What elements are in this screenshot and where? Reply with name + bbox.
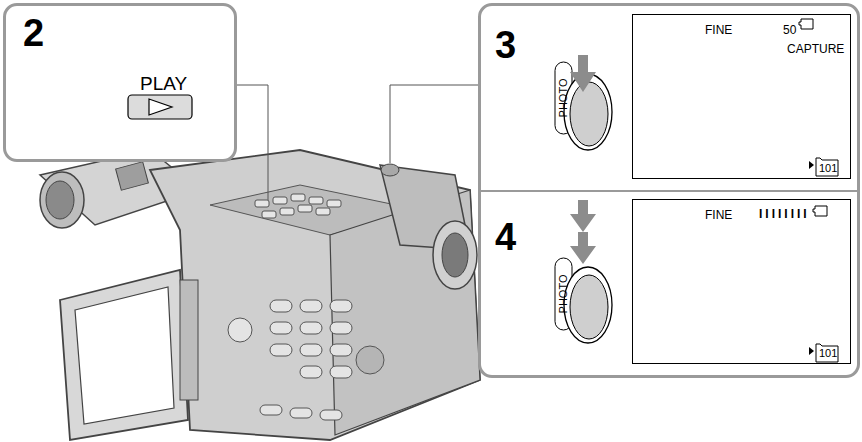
folder-pointer	[809, 347, 814, 355]
quality-indicator: FINE	[705, 24, 732, 36]
step-number: 4	[495, 218, 516, 256]
memory-stick-icon	[813, 206, 827, 216]
step-number: 2	[23, 14, 44, 52]
button-name: PHOTO	[558, 79, 569, 118]
folder-number: 101	[819, 348, 837, 359]
button-name: PHOTO	[558, 275, 569, 314]
speaker-grille	[356, 346, 384, 374]
focus-ring	[116, 162, 149, 190]
photo-button-cap	[570, 275, 608, 339]
eyecup	[433, 221, 477, 289]
lcd-screen	[75, 287, 174, 424]
play-symbol	[149, 99, 172, 115]
press-arrow	[570, 200, 596, 232]
photo-pill	[555, 258, 572, 330]
control-buttons	[228, 300, 352, 420]
lens-front	[40, 172, 84, 228]
lcd-display: FINE IIIIIIII 101	[632, 199, 851, 364]
step-panel: 3 FINE 50CAPTURE 101	[478, 3, 860, 192]
leader-line	[390, 85, 478, 163]
lens-glass	[46, 181, 74, 219]
step-panel: 4 FINE IIIIIIII 101	[478, 192, 860, 378]
lcd-panel	[60, 270, 188, 440]
photo-button	[564, 74, 612, 150]
quality-indicator: FINE	[705, 209, 732, 221]
button-label: PLAY	[140, 74, 187, 93]
press-arrow	[570, 55, 596, 92]
eyepiece	[442, 233, 468, 277]
lcd-hinge	[180, 280, 198, 400]
photo-pill	[555, 62, 572, 134]
step-panel: 2PLAY	[3, 3, 237, 162]
leader-line	[237, 85, 268, 200]
top-keys	[255, 194, 341, 218]
folder-pointer	[809, 161, 814, 169]
camera-body	[150, 150, 480, 440]
progress-bar: IIIIIIII	[759, 208, 810, 220]
memory-stick-icon	[799, 19, 813, 29]
play-button	[128, 95, 192, 119]
photo-button-cap	[570, 82, 608, 146]
lcd-display: FINE 50CAPTURE 101	[632, 14, 851, 179]
remaining-count: 50	[783, 24, 796, 36]
photo-button-top	[381, 164, 399, 176]
folder-number: 101	[819, 163, 837, 174]
status-message: CAPTURE	[787, 43, 844, 55]
folder-icon	[816, 344, 838, 362]
folder-icon	[816, 158, 838, 176]
press-arrow	[570, 232, 596, 264]
photo-button	[564, 267, 612, 343]
step-number: 3	[495, 26, 516, 64]
